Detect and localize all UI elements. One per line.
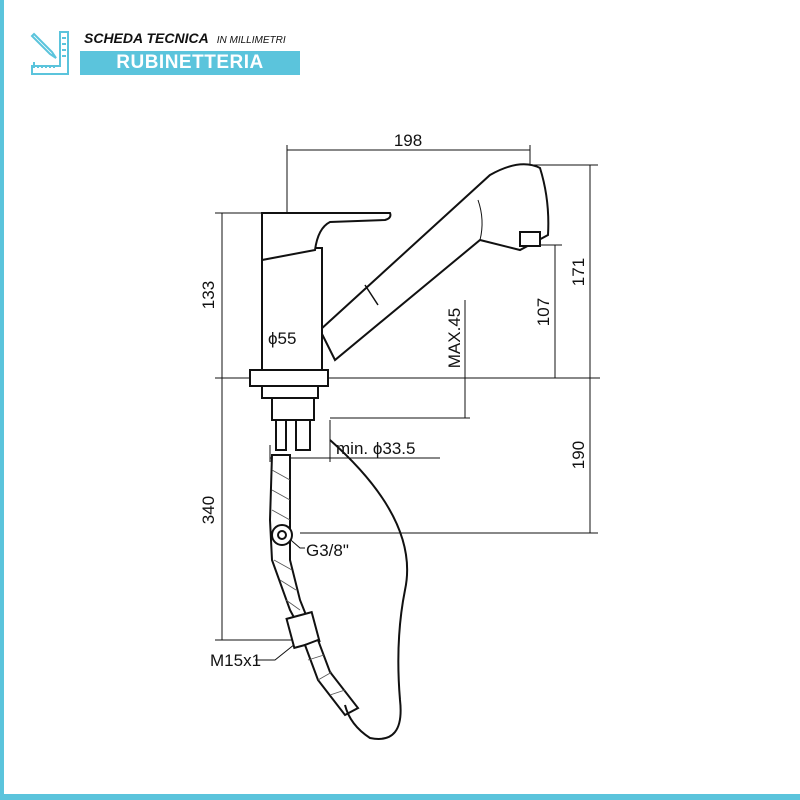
frame-border-left [0, 0, 4, 800]
spray-hose [303, 638, 360, 717]
lever-handle [261, 212, 392, 262]
units-text: IN MILLIMETRI [216, 35, 286, 46]
dim-55-label: ϕ55 [268, 329, 296, 348]
frame-border-bottom [0, 794, 800, 800]
pull-out-hose-loop [329, 439, 409, 740]
title-text: SCHEDA TECNICA [84, 30, 209, 46]
category-banner: RUBINETTERIA [80, 51, 300, 75]
dim-198-label: 198 [394, 131, 422, 150]
ruler-pencil-icon [30, 31, 69, 75]
pull-out-spout [318, 163, 550, 362]
dim-107-label: 107 [534, 298, 553, 326]
sheet-title: SCHEDA TECNICA IN MILLIMETRI [84, 30, 286, 48]
dim-133-label: 133 [199, 281, 218, 309]
mounting-shank [271, 397, 315, 421]
thread-g38-label: G3/8" [306, 541, 349, 560]
faucet-body [261, 247, 323, 371]
dim-33-5-label: min. ϕ33.5 [336, 439, 415, 458]
dim-171-label: 171 [569, 258, 588, 286]
spray-head-nozzle [519, 231, 541, 247]
thread-m15-label: M15x1 [210, 651, 261, 670]
dim-190-label: 190 [569, 441, 588, 469]
faucet [249, 163, 550, 717]
dim-340-label: 340 [199, 496, 218, 524]
dim-max45-label: MAX.45 [445, 308, 464, 368]
